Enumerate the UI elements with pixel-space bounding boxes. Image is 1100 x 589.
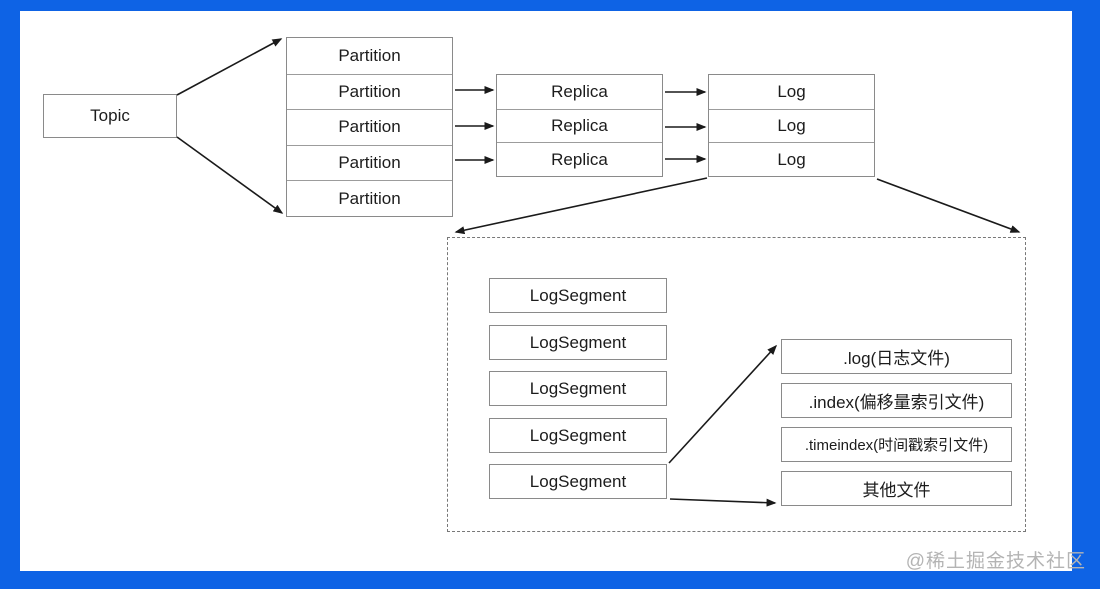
segment-file-box-other: 其他文件 [781, 471, 1012, 506]
partition-box: Partition [287, 109, 452, 145]
segment-file-box-index: .index(偏移量索引文件) [781, 383, 1012, 418]
log-detail-container [447, 237, 1026, 532]
topic-box: Topic [43, 94, 177, 138]
logsegment-box: LogSegment [489, 464, 667, 499]
replica-box: Replica [497, 108, 662, 143]
segment-file-box-log: .log(日志文件) [781, 339, 1012, 374]
partition-stack: Partition Partition Partition Partition … [286, 37, 453, 217]
partition-box: Partition [287, 73, 452, 110]
partition-box: Partition [338, 45, 401, 65]
logsegment-box: LogSegment [489, 371, 667, 406]
log-stack: Log Log Log [708, 74, 875, 177]
watermark: @稀土掘金技术社区 [905, 551, 1086, 572]
partition-box: Partition [287, 144, 452, 181]
log-box: Log [709, 108, 874, 143]
logsegment-box: LogSegment [489, 278, 667, 313]
partition-box: Partition [287, 180, 452, 216]
logsegment-box: LogSegment [489, 325, 667, 360]
segment-file-box-timeindex: .timeindex(时间戳索引文件) [781, 427, 1012, 462]
logsegment-box: LogSegment [489, 418, 667, 453]
log-box: Log [777, 81, 806, 101]
replica-box: Replica [497, 142, 662, 176]
replica-stack: Replica Replica Replica [496, 74, 663, 177]
replica-box: Replica [551, 81, 608, 101]
log-box: Log [709, 142, 874, 176]
